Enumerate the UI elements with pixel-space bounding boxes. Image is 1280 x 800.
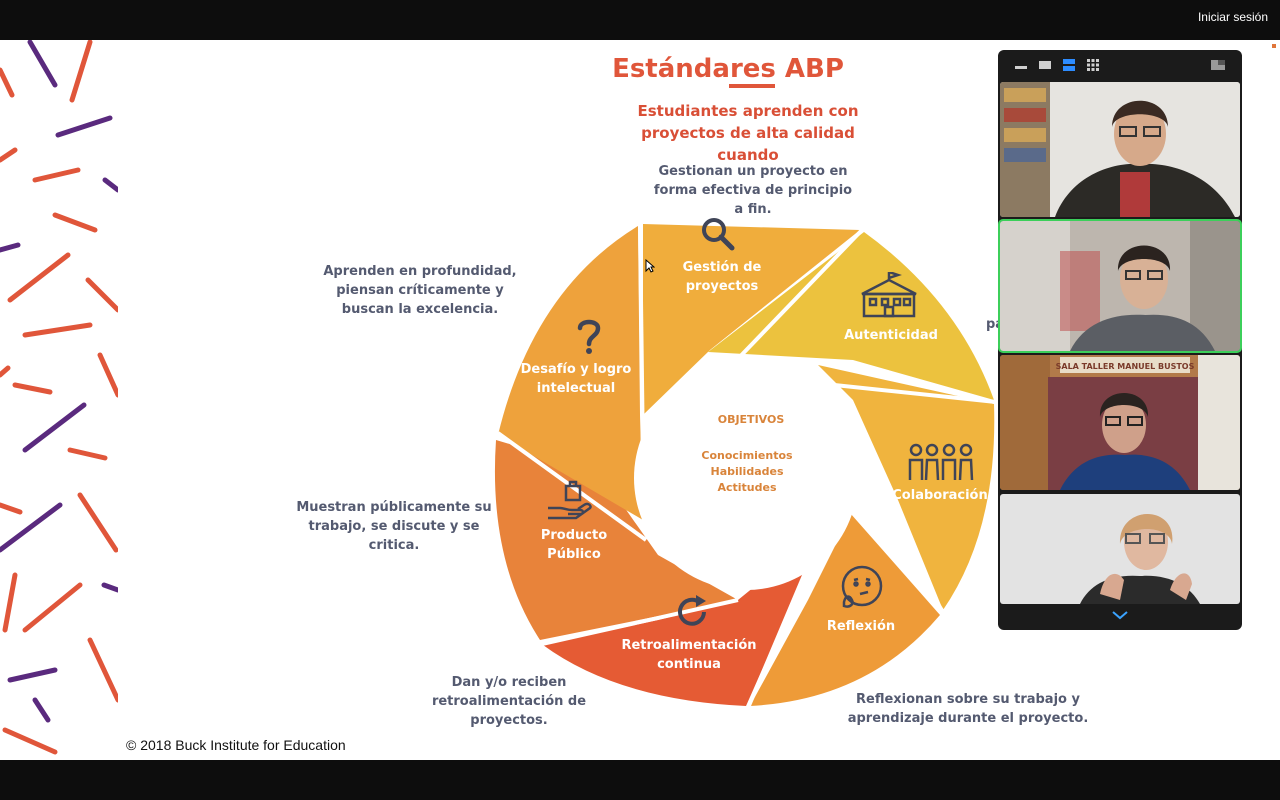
segment-gestion [643,224,860,415]
participant-video [1000,221,1240,351]
group-people-icon [908,443,974,481]
video-panel[interactable]: SALA TALLER MANUEL BUSTOS [998,50,1242,630]
decorative-stripes [0,40,118,755]
center-item: Habilidades [710,465,784,478]
desc-reflexion: Reflexionan sobre su trabajo y aprendiza… [847,692,1089,726]
hand-giving-bag-icon [548,480,592,520]
label-colaboracion: Colaboración [892,488,988,503]
participant-video: SALA TALLER MANUEL BUSTOS [1000,355,1240,490]
sign-in-link[interactable]: Iniciar sesión [1197,10,1268,24]
video-panel-toolbar [998,50,1242,80]
center-item: Actitudes [717,481,777,494]
status-marker [1272,44,1276,48]
top-bar: Iniciar sesión [0,0,1280,40]
strip-view-icon[interactable] [1062,58,1076,72]
exit-fullscreen-icon[interactable] [1210,58,1226,72]
question-mark-icon [577,319,601,354]
center-items: Conocimientos Habilidades Actitudes [686,448,808,496]
label-autenticidad: Autenticidad [844,328,938,343]
center-heading: OBJETIVOS [717,413,785,426]
gallery-view-icon[interactable] [1086,58,1100,72]
label-gestion: Gestión de proyectos [682,260,762,294]
label-reflexion: Reflexión [826,619,896,634]
desc-gestion: Gestionan un proyecto en forma efectiva … [653,164,853,217]
school-building-icon [861,272,917,318]
video-tile[interactable]: SALA TALLER MANUEL BUSTOS [1000,355,1240,490]
speaker-view-icon[interactable] [1038,58,1052,72]
label-desafio: Desafío y logro intelectual [520,362,632,396]
slide-title: Estándares ABP [612,54,844,84]
center-item: Conocimientos [701,449,793,462]
refresh-icon [678,595,706,626]
mouse-cursor-icon [645,259,655,273]
desc-retro: Dan y/o reciben retroalimentación de pro… [431,675,587,728]
segment-colaboracion [818,365,995,610]
video-tile[interactable] [1000,82,1240,217]
magnifier-icon [702,218,735,251]
desc-desafio: Aprenden en profundidad, piensan crítica… [323,264,517,317]
label-producto: Producto Público [540,528,608,562]
room-sign: SALA TALLER MANUEL BUSTOS [1056,362,1195,371]
copyright: © 2018 Buck Institute for Education [126,737,346,753]
participant-video [1000,82,1240,217]
minimize-icon[interactable] [1014,58,1028,72]
segment-producto [494,440,738,640]
bottom-bar [0,760,1280,800]
video-tile[interactable] [1000,494,1240,604]
chevron-down-icon[interactable] [1110,608,1130,622]
segment-autenticidad [708,232,994,400]
video-tile-active[interactable] [998,219,1242,353]
segment-desafio [498,226,643,520]
participant-video [1000,494,1240,604]
slide-subtitle: Estudiantes aprenden con proyectos de al… [637,102,859,164]
label-retro: Retroalimentación continua [621,638,757,672]
thinking-face-icon [841,565,883,608]
desc-producto: Muestran públicamente su trabajo, se dis… [296,500,492,553]
wheel-center [634,366,858,590]
title-underline [729,84,775,88]
